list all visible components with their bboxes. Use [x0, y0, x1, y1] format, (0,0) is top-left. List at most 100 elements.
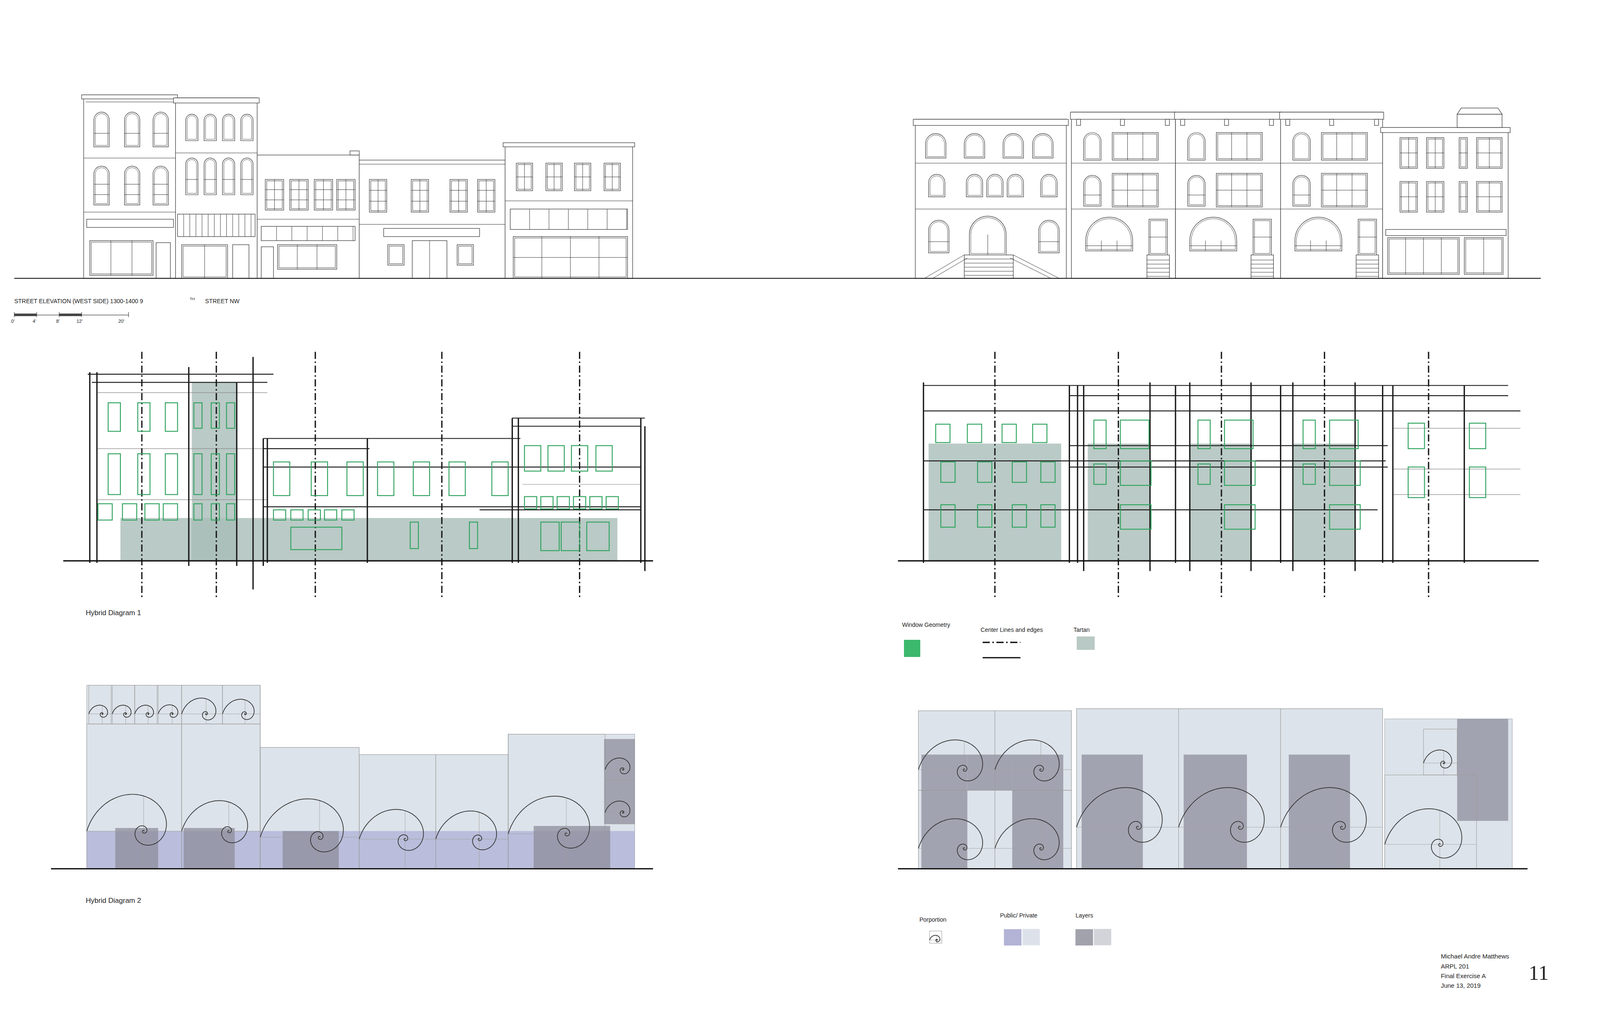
spiral-curve [158, 704, 178, 718]
window [574, 163, 591, 191]
window-geometry [144, 504, 159, 521]
proportion-rect [112, 685, 135, 725]
lattice-bar [226, 214, 227, 237]
window-geometry [193, 402, 203, 429]
center-line [1117, 351, 1119, 600]
scale-tick [128, 312, 129, 318]
window-frame [389, 246, 403, 264]
window [1387, 237, 1460, 275]
window-geometry [377, 462, 395, 496]
window [1112, 132, 1159, 161]
building-facade [505, 144, 633, 279]
golden-spiral [86, 724, 182, 869]
muntin [369, 201, 387, 202]
golden-spiral [605, 739, 635, 781]
edge-line [263, 448, 370, 450]
window-frame [279, 246, 336, 269]
proportion-line [86, 831, 182, 832]
window [265, 179, 284, 210]
edge-line [644, 426, 646, 571]
spiral-curve [134, 705, 154, 718]
window [240, 158, 254, 195]
layer-block [604, 739, 635, 825]
window [387, 244, 405, 266]
window-geometry [226, 402, 236, 429]
edge-line [512, 425, 641, 427]
edge-line [235, 382, 238, 566]
scale-number: 4' [32, 318, 36, 325]
edge-line [87, 373, 274, 375]
window [204, 158, 217, 195]
golden-spiral [994, 790, 1072, 870]
window [93, 112, 110, 147]
door-split [429, 240, 430, 279]
arched-window [969, 216, 1007, 256]
building-facade [175, 97, 258, 279]
window [1321, 132, 1368, 161]
arched-window [964, 133, 985, 159]
cornice [1070, 112, 1177, 120]
transom-bar [276, 226, 277, 241]
layer-block [1183, 754, 1247, 869]
exercise-name: Final Exercise A [1440, 972, 1486, 980]
window [93, 166, 110, 205]
spiral-curve [1076, 787, 1163, 843]
step [1251, 276, 1274, 277]
window-geometry [1224, 420, 1253, 449]
date: June 13, 2019 [1440, 982, 1481, 990]
center-line [994, 351, 996, 600]
edge-line [263, 437, 521, 439]
window-frame [1034, 135, 1052, 157]
door [261, 246, 274, 279]
window [181, 244, 228, 279]
lattice-bar [232, 214, 233, 237]
muntin [477, 190, 495, 191]
window [1476, 137, 1503, 169]
scale-number: 12' [76, 318, 83, 325]
lattice [177, 214, 255, 237]
edge-line [92, 381, 268, 383]
step [1251, 268, 1274, 269]
window-geometry [967, 424, 982, 443]
muntin [450, 201, 468, 202]
muntin [574, 176, 591, 178]
spiral-curve [181, 801, 248, 844]
window [477, 179, 495, 213]
proportion-line [102, 705, 103, 725]
proportion-line [181, 831, 261, 832]
window [1149, 219, 1168, 255]
legend-label: Public/ Private [1000, 912, 1038, 920]
window [1112, 173, 1159, 208]
mullion [486, 179, 487, 213]
muntin [240, 179, 254, 180]
spiral-curve [86, 794, 167, 846]
bracket [1120, 119, 1125, 126]
window [369, 179, 387, 213]
door [232, 244, 249, 279]
arched-window [966, 174, 983, 198]
window-geometry [122, 504, 137, 521]
window [336, 179, 356, 210]
legend-swatch [1003, 929, 1022, 946]
spiral-curve [1178, 787, 1265, 843]
muntin [93, 184, 110, 185]
arched-window [1003, 133, 1024, 159]
window-frame [1294, 176, 1309, 205]
spiral-curve [994, 739, 1060, 781]
window [928, 220, 950, 254]
window-geometry [211, 402, 220, 429]
window [1400, 137, 1418, 169]
window-geometry [540, 522, 560, 551]
mullion [419, 179, 420, 213]
legend-swatch [1075, 929, 1093, 946]
street-elevation [14, 94, 1541, 279]
window-frame [988, 175, 1002, 196]
window [516, 163, 533, 191]
muntin [516, 176, 533, 178]
window-geometry [1303, 420, 1316, 449]
golden-spiral [994, 711, 1072, 791]
spiral-curve [1384, 808, 1462, 859]
window [222, 114, 235, 141]
window [1038, 220, 1060, 254]
muntin [289, 189, 309, 190]
